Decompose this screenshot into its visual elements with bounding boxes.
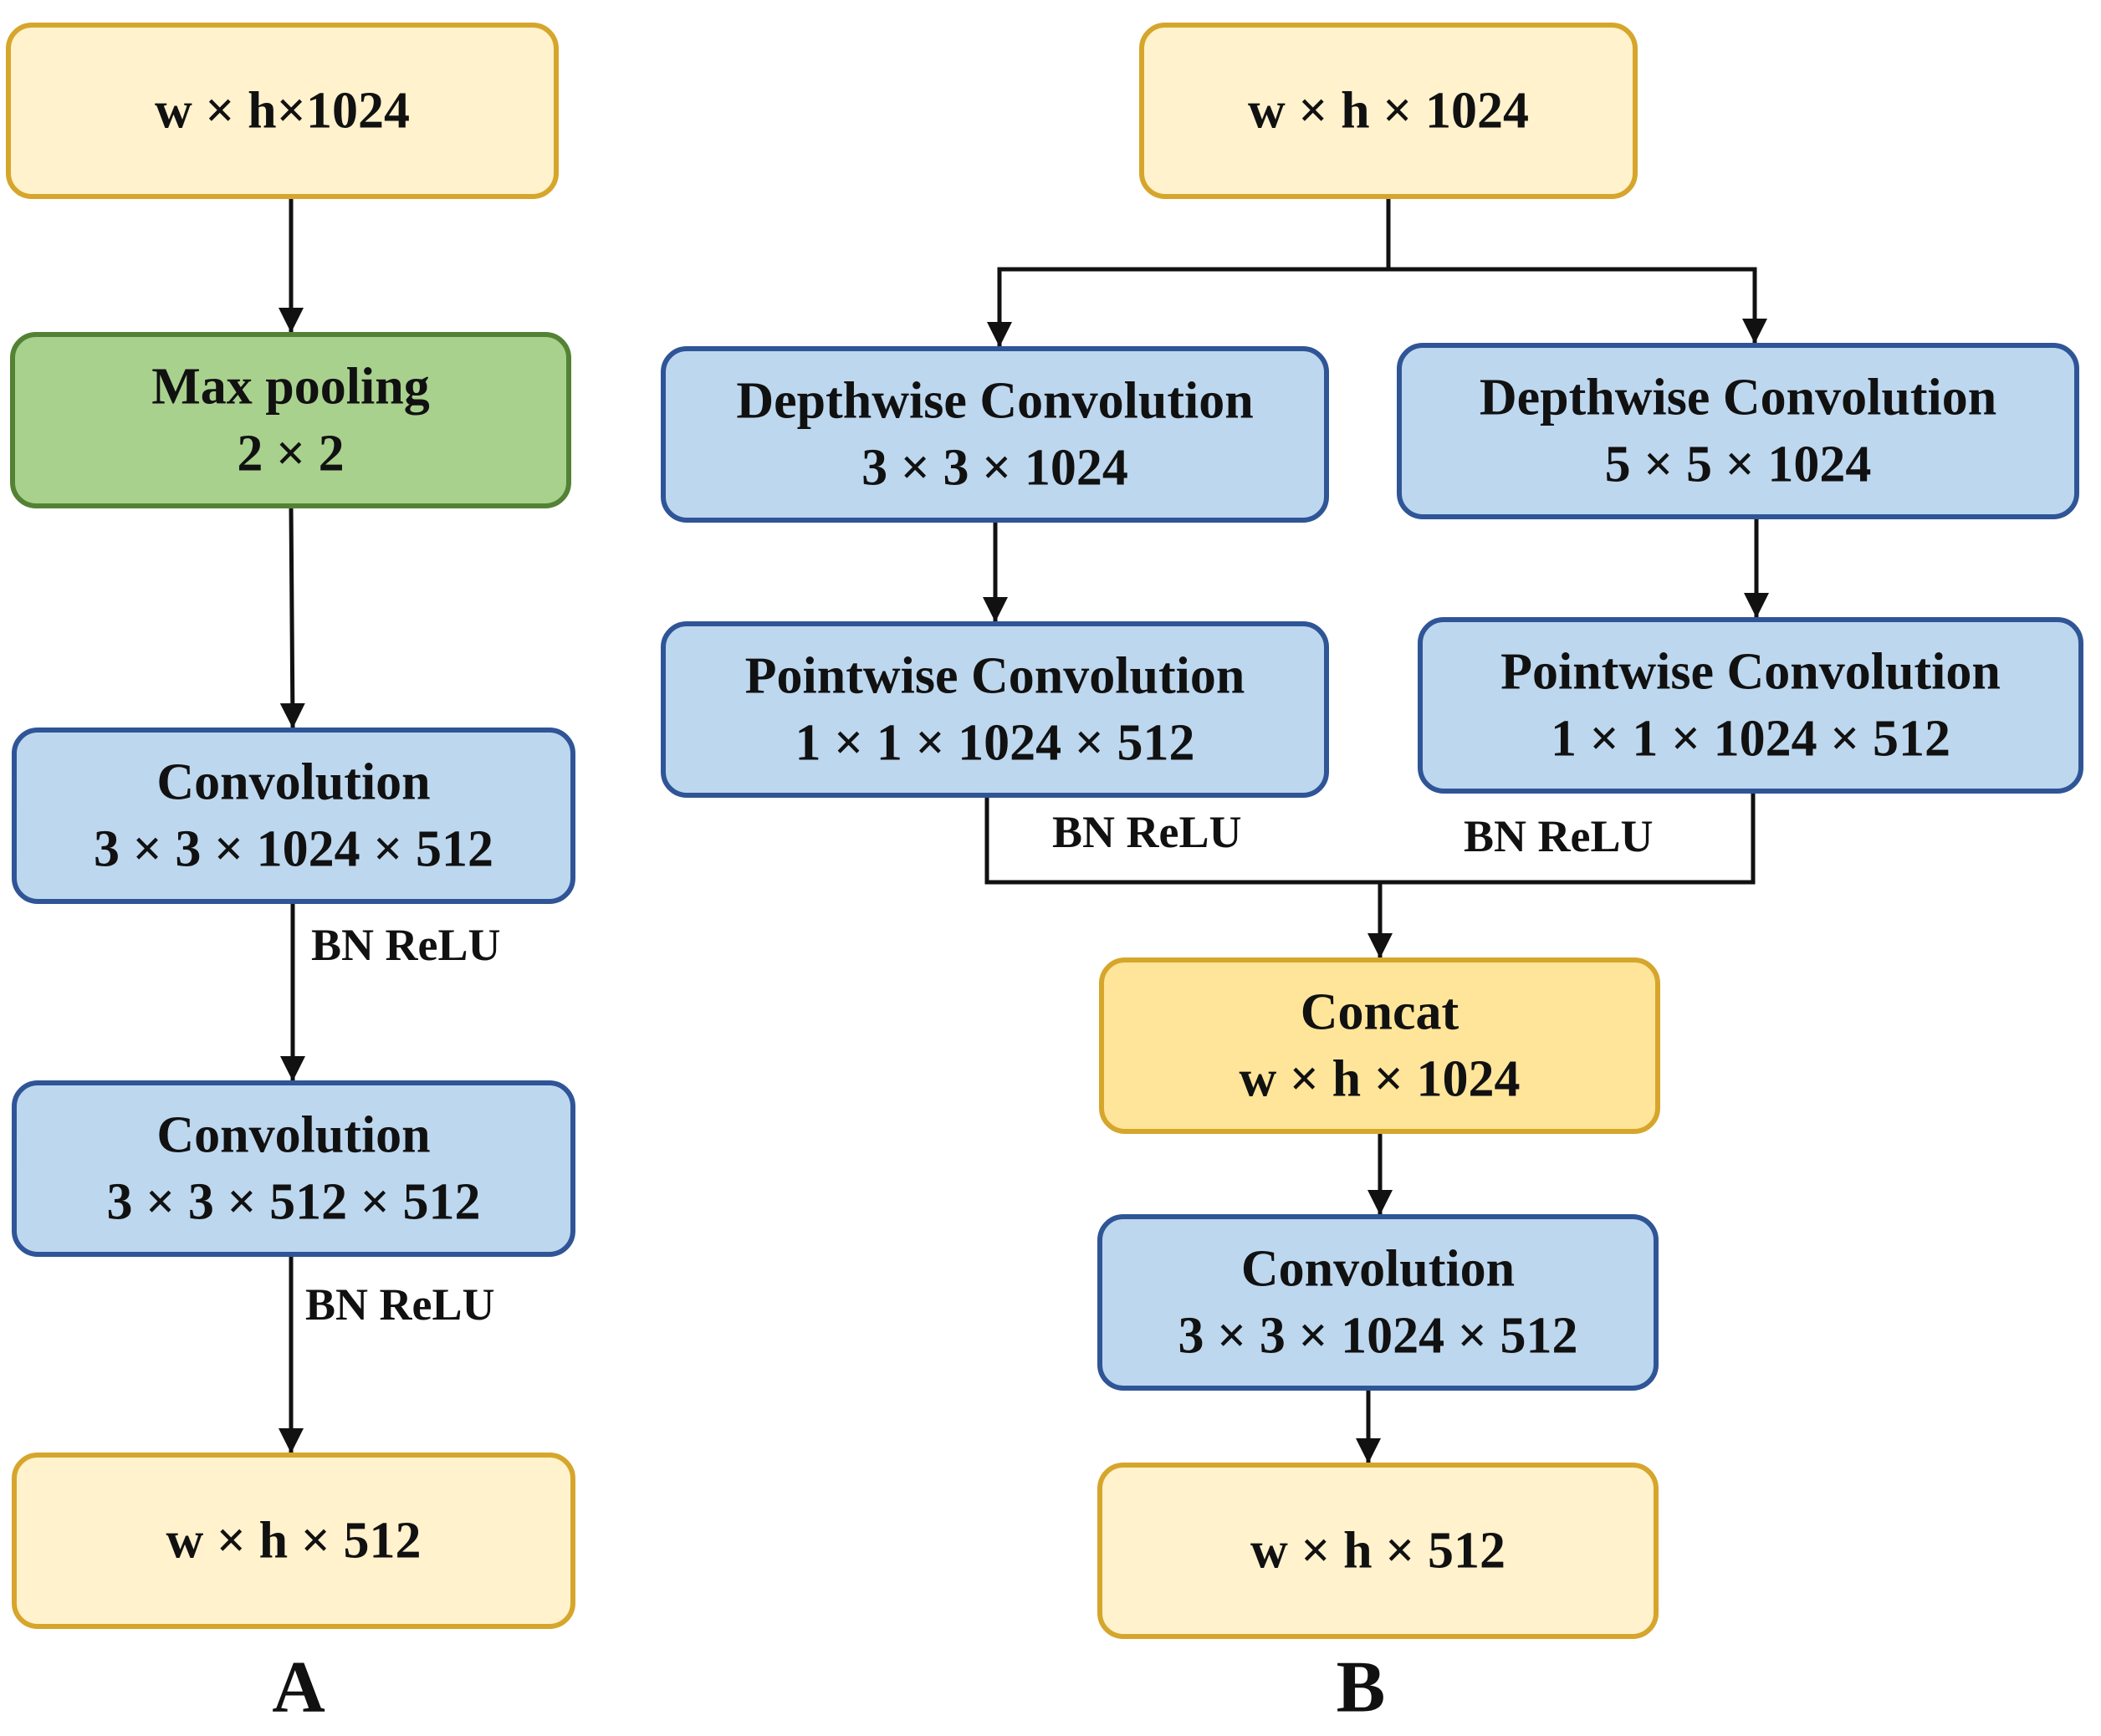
block-box bbox=[6, 23, 559, 199]
block-box bbox=[12, 1453, 575, 1629]
block-label-line: 3 × 3 × 1024 × 512 bbox=[1178, 1308, 1578, 1365]
edge-label-bn-relu: BN ReLU bbox=[305, 1279, 495, 1330]
block-label-line: Depthwise Convolution bbox=[736, 373, 1253, 430]
block-label-line: 3 × 3 × 512 × 512 bbox=[107, 1174, 481, 1231]
block-label-line: Convolution bbox=[156, 1107, 430, 1164]
block-label-line: w × h × 512 bbox=[166, 1513, 422, 1570]
block-box bbox=[12, 1080, 575, 1257]
block-b-pw2: Pointwise Convolution 1 × 1 × 1024 × 512 bbox=[1418, 617, 2083, 794]
block-label-line: Convolution bbox=[156, 754, 430, 811]
annotations: BN ReLU BN ReLU BN ReLU BN ReLU A B bbox=[272, 807, 1653, 1728]
panel-label-a: A bbox=[272, 1647, 325, 1728]
block-label-line: Convolution bbox=[1241, 1241, 1515, 1298]
block-box bbox=[1418, 617, 2083, 794]
block-b-concat: Concat w × h × 1024 bbox=[1099, 957, 1660, 1134]
block-box bbox=[1097, 1463, 1659, 1639]
block-box bbox=[661, 621, 1329, 798]
block-label-line: w × h×1024 bbox=[155, 83, 410, 140]
connector-b-merge bbox=[984, 791, 1756, 885]
block-box bbox=[10, 332, 571, 508]
connector-b-split bbox=[997, 267, 1757, 343]
edge-label-bn-relu: BN ReLU bbox=[1464, 811, 1654, 861]
block-label-line: w × h × 1024 bbox=[1240, 1051, 1521, 1108]
block-label-line: Depthwise Convolution bbox=[1480, 370, 1996, 426]
block-a-conv2: Convolution 3 × 3 × 512 × 512 bbox=[12, 1080, 575, 1257]
block-box bbox=[12, 728, 575, 904]
block-b-dw3: Depthwise Convolution 3 × 3 × 1024 bbox=[661, 346, 1329, 523]
connectors bbox=[279, 194, 1769, 1463]
block-box bbox=[661, 346, 1329, 523]
block-label-line: Max pooling bbox=[151, 359, 429, 416]
block-label-line: Pointwise Convolution bbox=[745, 648, 1245, 705]
block-box bbox=[1099, 957, 1660, 1134]
block-label-line: w × h × 1024 bbox=[1248, 83, 1529, 140]
block-box bbox=[1097, 1214, 1659, 1391]
block-box bbox=[1397, 343, 2079, 519]
block-label-line: 3 × 3 × 1024 bbox=[861, 440, 1128, 497]
edge-label-bn-relu: BN ReLU bbox=[1052, 807, 1242, 857]
block-label-line: 1 × 1 × 1024 × 512 bbox=[1551, 711, 1950, 768]
block-b-out: w × h × 512 bbox=[1097, 1463, 1659, 1639]
block-label-line: 2 × 2 bbox=[237, 426, 344, 483]
block-label-line: 1 × 1 × 1024 × 512 bbox=[795, 715, 1195, 772]
block-label-line: Pointwise Convolution bbox=[1500, 644, 2001, 701]
block-b-dw5: Depthwise Convolution 5 × 5 × 1024 bbox=[1397, 343, 2079, 519]
block-label-line: Concat bbox=[1301, 984, 1459, 1041]
block-label-line: 5 × 5 × 1024 bbox=[1605, 437, 1872, 493]
block-a-pool: Max pooling 2 × 2 bbox=[10, 332, 571, 508]
block-b-in: w × h × 1024 bbox=[1139, 23, 1638, 199]
block-box bbox=[1139, 23, 1638, 199]
block-a-out: w × h × 512 bbox=[12, 1453, 575, 1629]
panel-label-b: B bbox=[1337, 1647, 1386, 1728]
block-b-pw1: Pointwise Convolution 1 × 1 × 1024 × 512 bbox=[661, 621, 1329, 798]
edge-label-bn-relu: BN ReLU bbox=[311, 920, 501, 970]
block-a-in: w × h×1024 bbox=[6, 23, 559, 199]
block-b-conv: Convolution 3 × 3 × 1024 × 512 bbox=[1097, 1214, 1659, 1391]
block-label-line: 3 × 3 × 1024 × 512 bbox=[94, 821, 493, 878]
block-a-conv1: Convolution 3 × 3 × 1024 × 512 bbox=[12, 728, 575, 904]
block-label-line: w × h × 512 bbox=[1250, 1523, 1505, 1580]
arrow-a-pool-to-conv1 bbox=[279, 503, 305, 728]
